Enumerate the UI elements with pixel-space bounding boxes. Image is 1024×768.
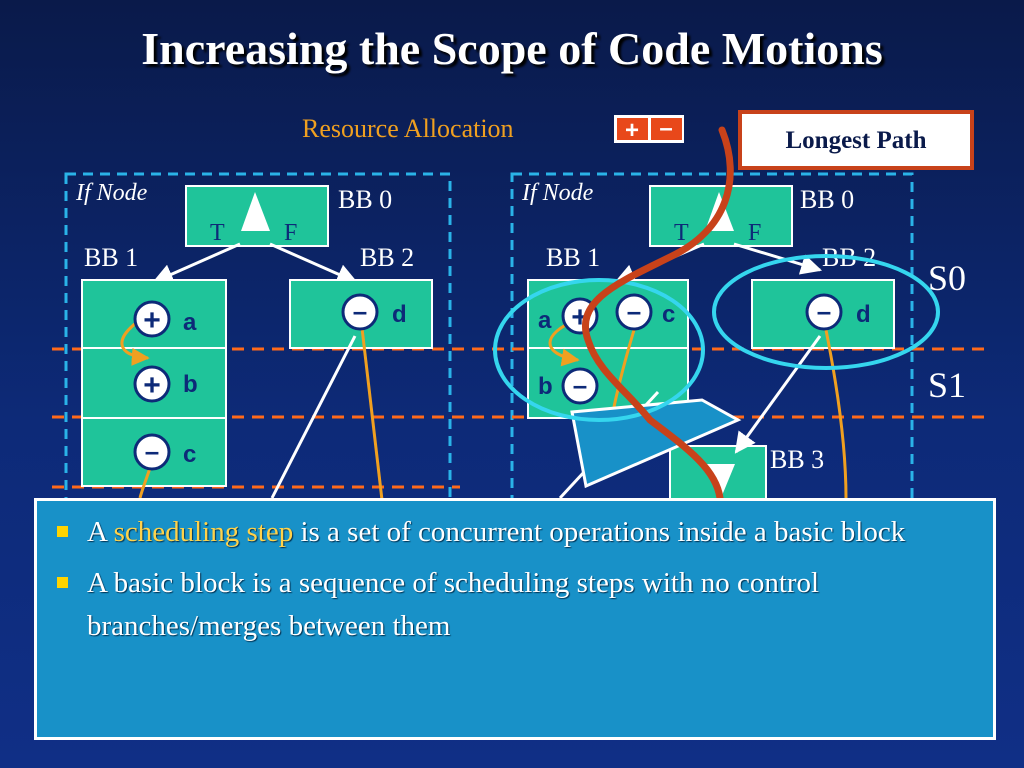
right-bb0-label: BB 0	[800, 185, 854, 214]
left-op-b-name: b	[183, 371, 198, 398]
right-if-node-label: If Node	[521, 180, 594, 206]
left-subtractor-c-icon	[133, 433, 171, 471]
left-op-c-sign: –	[145, 436, 159, 466]
left-false-label: F	[284, 220, 297, 246]
left-op-c: – c	[133, 433, 196, 471]
right-op-b-name: b	[538, 373, 553, 400]
right-dependency-d-edge	[824, 329, 848, 499]
left-op-b-sign: +	[143, 369, 161, 402]
left-dependency-c-edge	[138, 467, 152, 499]
bullet-2-text: A basic block is a sequence of schedulin…	[87, 567, 820, 642]
left-op-d: – d	[341, 293, 407, 331]
left-adder-a-icon	[133, 300, 171, 338]
left-op-c-name: c	[183, 441, 196, 468]
right-bb3-label: BB 3	[770, 445, 824, 474]
right-op-b-sign: –	[573, 370, 587, 400]
left-dependency-d-edge	[360, 327, 384, 501]
right-op-d-sign: –	[817, 296, 831, 326]
left-op-d-name: d	[392, 301, 407, 328]
left-subtractor-d-icon	[341, 293, 379, 331]
left-false-edge	[269, 242, 358, 284]
bullet-1-highlight: scheduling step	[113, 516, 294, 548]
definition-callout: A scheduling step is a set of concurrent…	[34, 498, 996, 740]
longest-path-box: Longest Path	[738, 110, 974, 170]
left-op-b: + b	[133, 365, 198, 403]
left-bb0-label: BB 0	[338, 185, 392, 214]
left-if-node-label: If Node	[75, 180, 148, 206]
left-bb2-label: BB 2	[360, 243, 414, 272]
right-subtractor-d-icon	[805, 293, 843, 331]
right-op-c: – c	[615, 293, 675, 331]
right-op-d-name: d	[856, 301, 871, 328]
right-false-edge	[733, 242, 823, 275]
left-adder-b-icon	[133, 365, 171, 403]
right-op-a-name: a	[538, 307, 552, 334]
right-true-label: T	[674, 220, 689, 246]
left-true-label: T	[210, 220, 225, 246]
legend-resource-icons: + –	[614, 115, 684, 144]
bullet-square-icon	[57, 577, 68, 588]
bullet-square-icon	[57, 526, 68, 537]
right-merge-triangle	[707, 464, 735, 498]
right-bb2-exit-edge	[734, 335, 822, 454]
legend-subtractor-box	[651, 118, 682, 140]
bullet-1-text-end: is a set of concurrent operations inside…	[293, 516, 906, 548]
legend-adder-box	[617, 118, 648, 140]
bullet-1-text-start: A	[87, 516, 114, 548]
longest-path-curve	[582, 126, 734, 502]
right-bb2-highlight-ellipse	[712, 254, 940, 370]
right-step-s0-highlight-ellipse	[493, 278, 705, 422]
left-op-a: + a	[133, 300, 197, 338]
left-op-a-sign: +	[143, 304, 161, 337]
left-bb2-exit-edge	[270, 335, 357, 499]
slide-title: Increasing the Scope of Code Motions	[141, 23, 883, 74]
left-op-d-sign: –	[353, 296, 367, 326]
right-op-c-name: c	[662, 301, 675, 328]
legend-plus-icon: +	[625, 117, 639, 144]
left-branch-triangle	[241, 192, 270, 231]
bullet-scheduling-step: A scheduling step is a set of concurrent…	[57, 511, 973, 554]
left-true-edge	[152, 242, 241, 284]
left-bb1-label: BB 1	[84, 243, 138, 272]
step-label-s1: S1	[928, 365, 966, 405]
right-false-label: F	[748, 220, 761, 246]
bullet-basic-block: A basic block is a sequence of schedulin…	[57, 562, 973, 648]
right-op-c-sign: –	[627, 296, 641, 326]
code-motion-arrow	[570, 398, 742, 489]
right-subtractor-c-icon	[615, 293, 653, 331]
right-subtractor-b-icon	[561, 367, 599, 405]
left-dependency-ab	[120, 318, 150, 366]
step-label-s0: S0	[928, 258, 966, 298]
right-bb1-label: BB 1	[546, 243, 600, 272]
resource-allocation-label: Resource Allocation	[302, 114, 514, 143]
right-op-d: – d	[805, 293, 871, 331]
right-op-b: b –	[538, 367, 599, 405]
legend-minus-icon: –	[659, 115, 672, 142]
right-bb2-block	[751, 279, 895, 349]
left-op-a-name: a	[183, 309, 197, 336]
longest-path-label: Longest Path	[786, 127, 927, 154]
